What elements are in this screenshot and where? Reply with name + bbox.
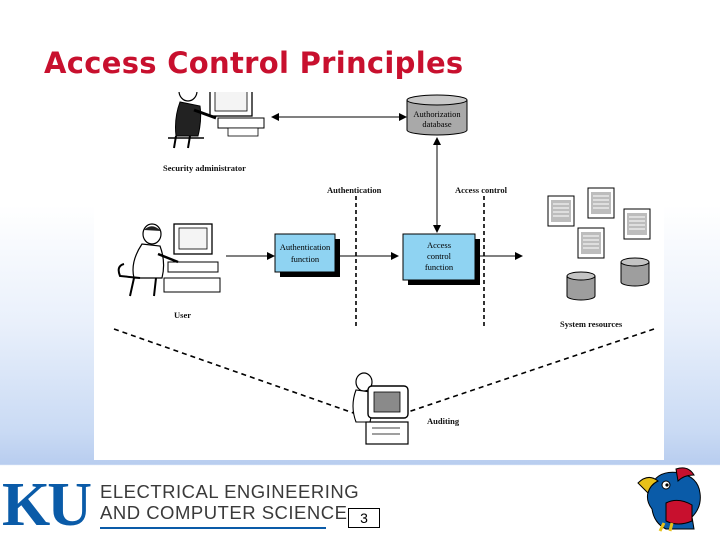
security-admin-label: Security administrator — [163, 163, 246, 173]
disk-icon — [566, 271, 596, 301]
authentication-label-line2: function — [291, 254, 320, 264]
disk-icon — [620, 257, 650, 287]
authentication-label-line1: Authentication — [280, 242, 331, 252]
auditing-left-line — [113, 328, 363, 417]
department-underline — [100, 527, 326, 529]
document-icons — [547, 187, 651, 259]
jayhawk-mascot-icon — [637, 467, 701, 532]
slide-title: Access Control Principles — [44, 46, 464, 80]
access-control-label-line2: control — [427, 251, 452, 261]
access-control-diagram: Security administrator Authorization dat… — [94, 92, 664, 460]
user-label: User — [174, 310, 191, 320]
document-icon — [547, 195, 575, 227]
document-icon — [577, 227, 605, 259]
access-control-function-box: Access control function — [402, 233, 480, 285]
access-control-boundary-label: Access control — [455, 185, 508, 195]
access-control-label-line1: Access — [427, 240, 451, 250]
department-name-line2: AND COMPUTER SCIENCE — [100, 502, 348, 523]
auditor-icon — [352, 372, 409, 445]
authentication-function-box: Authentication function — [274, 233, 340, 277]
page-number: 3 — [348, 508, 380, 528]
authentication-boundary-label: Authentication — [327, 185, 382, 195]
user-icon — [117, 223, 221, 297]
document-icon — [587, 187, 615, 219]
auditing-right-line — [407, 328, 655, 413]
security-admin-icon — [168, 92, 265, 149]
department-name-line1: ELECTRICAL ENGINEERING — [100, 481, 360, 502]
document-icon — [623, 208, 651, 240]
database-label-line1: Authorization — [413, 109, 461, 119]
database-label-line2: database — [422, 119, 451, 129]
access-control-label-line3: function — [425, 262, 454, 272]
system-resources-label: System resources — [560, 319, 623, 329]
authorization-database-icon: Authorization database — [406, 94, 468, 136]
auditing-label: Auditing — [427, 416, 460, 426]
ku-logo-text: KU — [2, 471, 92, 539]
